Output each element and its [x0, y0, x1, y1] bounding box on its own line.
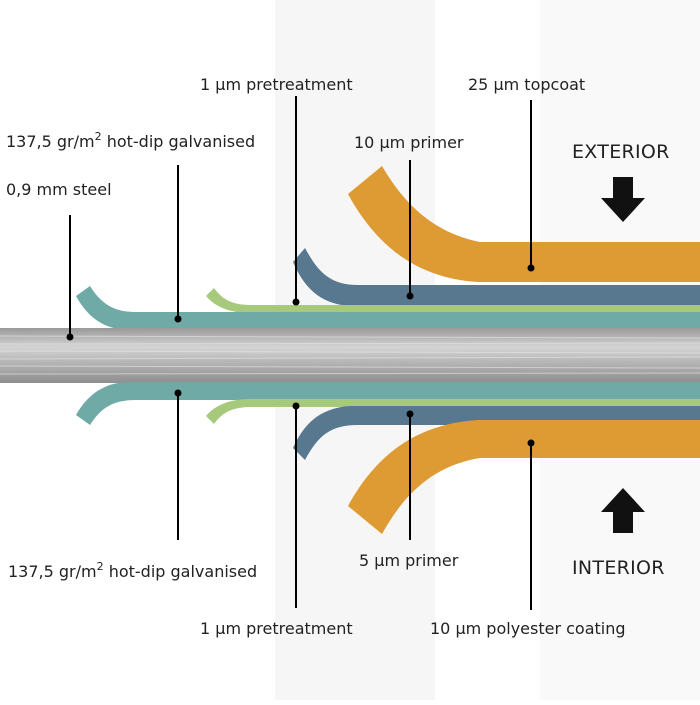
- label-galvanised-bottom: 137,5 gr/m2 hot-dip galvanised: [8, 560, 257, 581]
- leader-steel: [66, 215, 74, 341]
- label-primer-bottom: 5 µm primer: [359, 551, 459, 570]
- leader-primer-bottom: [406, 410, 414, 540]
- interior-up-arrow-icon: [601, 488, 645, 533]
- pretreatment-layer-top: [206, 288, 700, 313]
- polyester-layer-bottom: [348, 420, 700, 534]
- leader-polyester: [527, 439, 535, 610]
- label-pretreatment-top: 1 µm pretreatment: [200, 75, 353, 94]
- leader-topcoat: [527, 100, 535, 272]
- label-pretreatment-bottom: 1 µm pretreatment: [200, 619, 353, 638]
- leader-pretreatment-bottom: [292, 402, 300, 608]
- galvanised-layer-top: [76, 286, 700, 330]
- leader-pretreatment-top: [292, 96, 300, 306]
- exterior-down-arrow-icon: [601, 177, 645, 222]
- topcoat-layer-top: [348, 166, 700, 282]
- primer-layer-top: [293, 248, 700, 306]
- label-exterior: EXTERIOR: [572, 141, 670, 163]
- galvanised-layer-bottom: [76, 382, 700, 425]
- leader-galvanised-top: [174, 165, 182, 323]
- label-interior: INTERIOR: [572, 557, 665, 579]
- label-steel: 0,9 mm steel: [6, 180, 112, 199]
- label-polyester: 10 µm polyester coating: [430, 619, 626, 638]
- primer-layer-bottom: [293, 406, 700, 460]
- pretreatment-layer-bottom: [206, 399, 700, 424]
- leader-galvanised-bottom: [174, 389, 182, 540]
- label-topcoat: 25 µm topcoat: [468, 75, 585, 94]
- steel-brush-texture: [0, 335, 700, 375]
- label-galvanised-top: 137,5 gr/m2 hot-dip galvanised: [6, 130, 255, 151]
- label-primer-top: 10 µm primer: [354, 133, 464, 152]
- leader-primer-top: [406, 160, 414, 300]
